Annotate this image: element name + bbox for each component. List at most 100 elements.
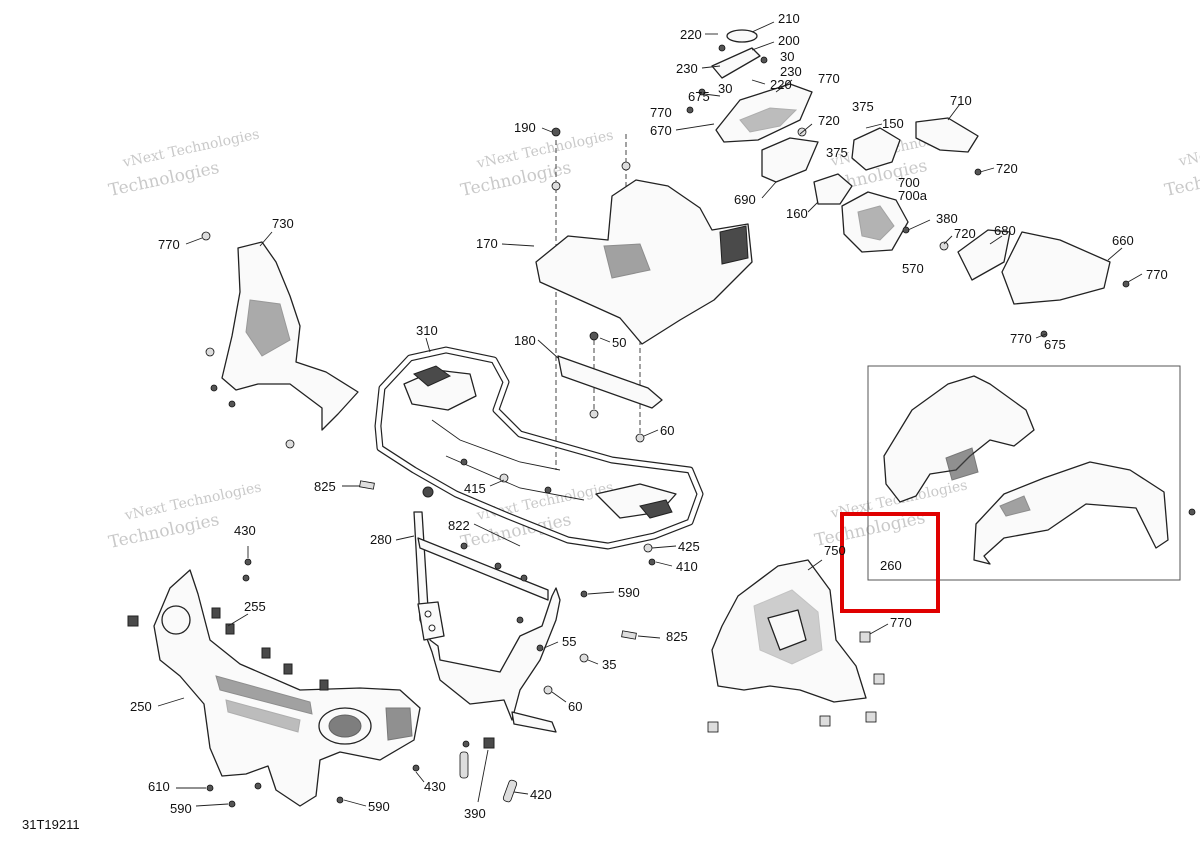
nut-icon xyxy=(422,486,434,498)
callout-415: 415 xyxy=(464,481,486,496)
callout-770: 770 xyxy=(1146,267,1168,282)
callout-250: 250 xyxy=(130,699,152,714)
screw-icon xyxy=(544,486,552,494)
callout-660: 660 xyxy=(1112,233,1134,248)
callout-770: 770 xyxy=(818,71,840,86)
callout-160: 160 xyxy=(786,206,808,221)
inset-fender-260 xyxy=(867,365,1196,581)
part-180-bracket xyxy=(557,355,663,409)
callout-720: 720 xyxy=(996,161,1018,176)
callout-770: 770 xyxy=(1010,331,1032,346)
nut-icon xyxy=(819,715,831,727)
screw-icon xyxy=(589,331,599,341)
callout-822: 822 xyxy=(448,518,470,533)
callout-590: 590 xyxy=(170,801,192,816)
callout-590: 590 xyxy=(368,799,390,814)
callout-750: 750 xyxy=(824,543,846,558)
part-690-panel xyxy=(761,137,819,183)
highlight-box xyxy=(840,512,940,613)
part-680-panel xyxy=(957,229,1011,281)
nut-icon xyxy=(873,673,885,685)
screw-icon xyxy=(494,562,502,570)
clip-255-icon xyxy=(261,647,271,659)
callout-430: 430 xyxy=(234,523,256,538)
callout-150: 150 xyxy=(882,116,904,131)
callout-230: 230 xyxy=(676,61,698,76)
clip-255-icon xyxy=(319,679,329,691)
top-console-group xyxy=(686,29,819,183)
callout-260: 260 xyxy=(880,558,902,573)
screw-icon xyxy=(206,784,214,792)
watermark-text: vNext Technologies xyxy=(1177,125,1200,170)
screw-icon xyxy=(760,56,768,64)
nut-icon xyxy=(621,161,631,171)
bolt-825-icon xyxy=(359,480,375,490)
callout-280: 280 xyxy=(370,532,392,547)
front-fender-group xyxy=(707,559,885,733)
screw-icon xyxy=(412,764,420,772)
nut-icon xyxy=(499,473,509,483)
callout-425: 425 xyxy=(678,539,700,554)
nut-icon xyxy=(939,241,949,251)
screw-icon xyxy=(520,574,528,582)
callout-310: 310 xyxy=(416,323,438,338)
callout-30: 30 xyxy=(780,49,794,64)
callout-590: 590 xyxy=(618,585,640,600)
callout-390: 390 xyxy=(464,806,486,821)
front-fascia-group xyxy=(127,558,421,808)
part-150-cover xyxy=(851,127,901,171)
part-160-bracket xyxy=(813,173,853,205)
callout-710: 710 xyxy=(950,93,972,108)
part-730-side-panel xyxy=(221,241,359,431)
callout-230: 230 xyxy=(780,64,802,79)
callout-55: 55 xyxy=(562,634,576,649)
nut-icon xyxy=(285,439,295,449)
callout-380: 380 xyxy=(936,211,958,226)
callout-30: 30 xyxy=(718,81,732,96)
callout-700: 700 xyxy=(898,175,920,190)
nut-icon xyxy=(551,181,561,191)
part-210-washer xyxy=(726,29,758,43)
callout-610: 610 xyxy=(148,779,170,794)
callout-570: 570 xyxy=(902,261,924,276)
callout-190: 190 xyxy=(514,120,536,135)
screw-icon xyxy=(686,106,694,114)
callout-170: 170 xyxy=(476,236,498,251)
callout-410: 410 xyxy=(676,559,698,574)
front-rack-group xyxy=(359,346,704,566)
callout-210: 210 xyxy=(778,11,800,26)
nut-icon xyxy=(205,347,215,357)
screw-icon xyxy=(551,127,561,137)
screw-icon xyxy=(210,384,218,392)
clip-255-icon xyxy=(225,623,235,635)
screw-icon xyxy=(228,800,236,808)
callout-60: 60 xyxy=(660,423,674,438)
part-280-support xyxy=(413,511,561,721)
screw-icon xyxy=(516,616,524,624)
screw-icon xyxy=(698,88,706,96)
watermark-text: Technologies xyxy=(107,510,221,553)
left-panel-group xyxy=(201,231,359,449)
callout-50: 50 xyxy=(612,335,626,350)
callout-220: 220 xyxy=(770,77,792,92)
callout-700a: 700a xyxy=(898,188,928,203)
callout-730: 730 xyxy=(272,216,294,231)
screw-icon xyxy=(254,782,262,790)
callout-labels: 220 210 200 30 230 230 220 30 770 675 77… xyxy=(22,11,1168,832)
callout-35: 35 xyxy=(602,657,616,672)
callout-675: 675 xyxy=(1044,337,1066,352)
callout-770: 770 xyxy=(650,105,672,120)
part-700-housing xyxy=(841,191,909,253)
callout-375: 375 xyxy=(826,145,848,160)
callout-720: 720 xyxy=(954,226,976,241)
bolt-825-icon xyxy=(621,630,637,640)
part-710-cover xyxy=(915,117,979,153)
callout-180: 180 xyxy=(514,333,536,348)
clip-255-icon xyxy=(283,663,293,675)
pin-420-icon xyxy=(502,779,518,803)
bumper-support-group xyxy=(413,511,637,803)
nut-icon xyxy=(643,543,653,553)
nut-icon xyxy=(579,653,589,663)
inset-frame xyxy=(867,365,1181,581)
screw-icon xyxy=(242,574,250,582)
